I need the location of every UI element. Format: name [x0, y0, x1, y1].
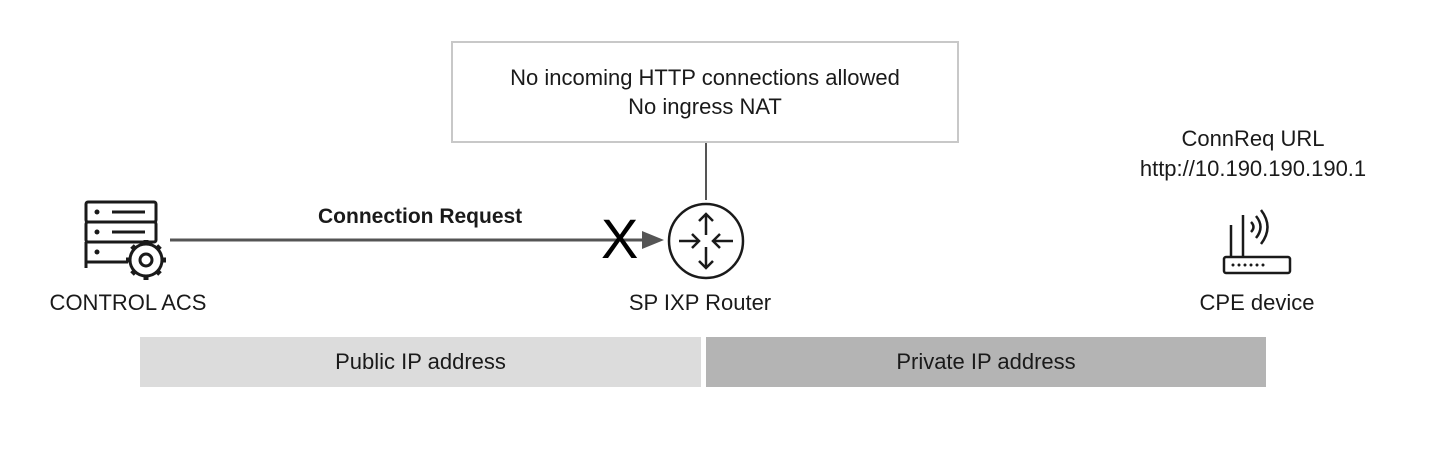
private-ip-band: Private IP address: [706, 337, 1266, 387]
public-ip-band: Public IP address: [140, 337, 701, 387]
private-ip-label: Private IP address: [896, 349, 1076, 374]
router-label: SP IXP Router: [628, 290, 772, 315]
server-gear-icon: [84, 200, 166, 280]
restriction-note-box: No incoming HTTP connections allowed No …: [451, 41, 959, 143]
note-line-2: No ingress NAT: [628, 94, 782, 119]
connreq-url-label: ConnReq URL: [1181, 126, 1325, 151]
connection-request-label: Connection Request: [318, 205, 523, 228]
wifi-router-icon: [1222, 209, 1292, 275]
cpe-connreq-info: ConnReq URL http://10.190.190.190.1: [1140, 124, 1366, 184]
acs-label: CONTROL ACS: [49, 290, 207, 315]
public-ip-label: Public IP address: [335, 349, 506, 374]
blocked-mark: X: [601, 207, 639, 270]
connection-request-arrowhead: [642, 231, 664, 249]
connreq-url-value: http://10.190.190.190.1: [1139, 156, 1367, 181]
router-icon: [667, 202, 745, 280]
note-line-1: No incoming HTTP connections allowed: [510, 65, 900, 90]
cpe-label: CPE device: [1199, 290, 1315, 315]
